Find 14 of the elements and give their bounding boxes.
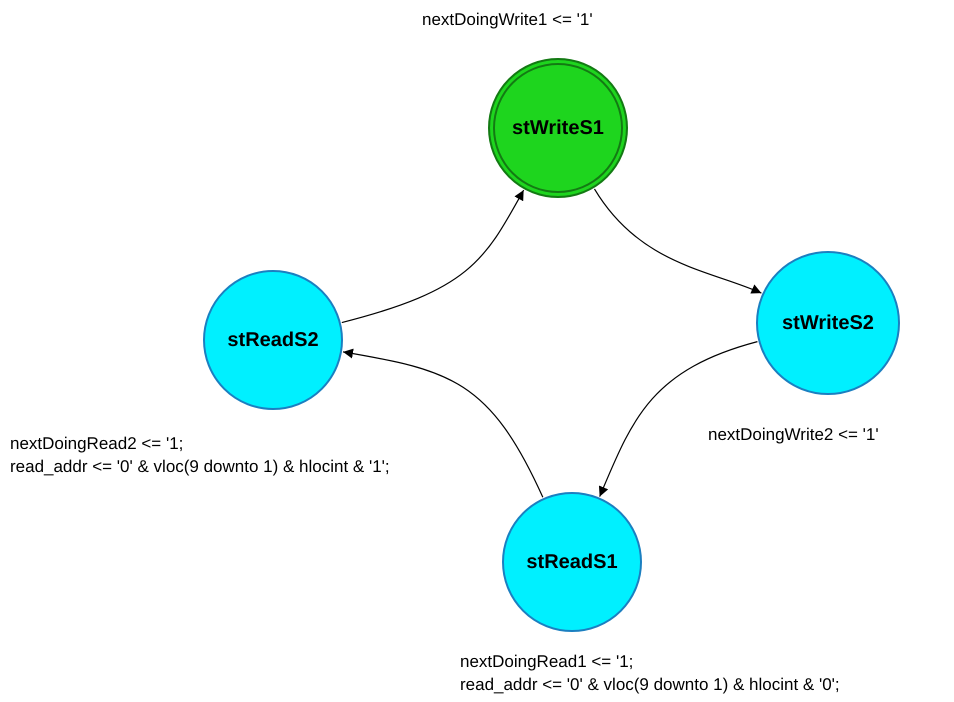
transition-arrow [598,341,758,497]
state-action: read_addr <= '0' & vloc(9 downto 1) & hlocint & '0'; [460,674,840,696]
transition-arrow [342,190,524,324]
state-name: stReadS1 [526,550,618,574]
state-name: stWriteS1 [512,116,604,140]
state-name: stWriteS2 [782,312,874,334]
state-action: nextDoingWrite1 <= '1' [422,9,593,31]
state-action: nextDoingWrite2 <= '1' [708,424,879,446]
transition-arrow [342,348,544,498]
state-name: stReadS2 [227,328,319,352]
state-action: nextDoingRead2 <= '1; [10,433,184,455]
state-action: nextDoingRead1 <= '1; [460,651,634,673]
transition-arrow [594,188,762,294]
state-action: read_addr <= '0' & vloc(9 downto 1) & hlocint & '1'; [10,456,390,478]
